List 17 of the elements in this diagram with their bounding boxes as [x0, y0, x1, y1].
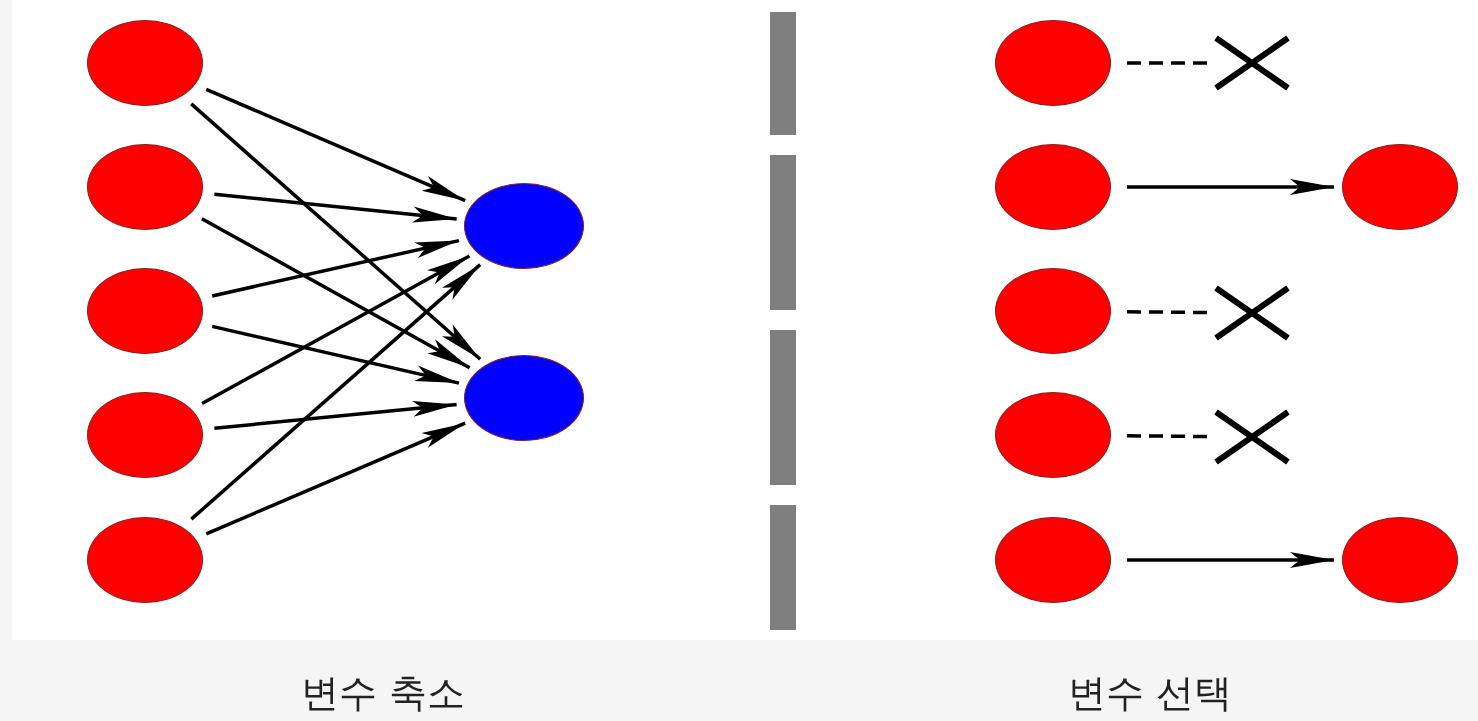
arrow — [1127, 552, 1334, 568]
arrow — [190, 263, 482, 521]
arrow — [211, 238, 460, 298]
arrow — [211, 324, 460, 385]
cross-mark — [1212, 35, 1292, 91]
arrow — [1127, 179, 1334, 195]
arrow — [214, 400, 457, 430]
caption-label: 변수 축소 — [300, 670, 466, 717]
arrow — [214, 192, 457, 223]
arrow — [201, 217, 471, 370]
arrow — [205, 421, 466, 536]
caption-label: 변수 선택 — [1067, 670, 1233, 717]
cross-mark — [1212, 409, 1292, 465]
arrow — [205, 87, 466, 203]
arrow — [190, 102, 482, 361]
arrow — [201, 254, 471, 406]
cross-mark — [1212, 285, 1292, 341]
